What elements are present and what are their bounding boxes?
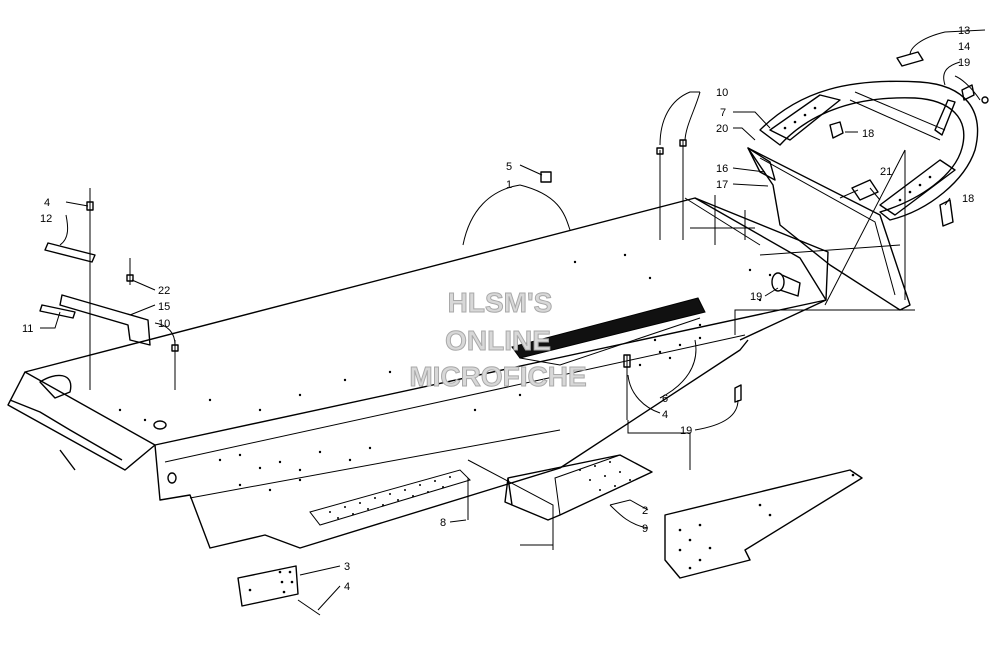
bracket-12 xyxy=(44,242,96,263)
reinforcement-bar xyxy=(511,297,706,366)
callout-10: 10 xyxy=(716,87,728,99)
callout-1: 1 xyxy=(506,179,512,191)
watermark: HLSM'S ONLINE MICROFICHE xyxy=(409,287,587,393)
side-vent-pattern xyxy=(309,469,471,526)
callout-6: 6 xyxy=(662,393,668,405)
callout-4: 4 xyxy=(44,197,50,209)
rivet-holes xyxy=(118,253,772,492)
bolt-19-top xyxy=(981,96,989,104)
callout-18: 18 xyxy=(862,128,874,140)
callout-10: 10 xyxy=(158,318,170,330)
callout-7: 7 xyxy=(720,107,726,119)
callout-15: 15 xyxy=(158,301,170,313)
callout-22: 22 xyxy=(158,285,170,297)
leader-lines xyxy=(40,29,986,611)
bracket-21 xyxy=(851,179,879,201)
callout-12: 12 xyxy=(40,213,52,225)
callout-5: 5 xyxy=(506,161,512,173)
callout-11: 11 xyxy=(22,323,33,335)
bracket-11 xyxy=(39,304,76,319)
callout-19: 19 xyxy=(680,425,692,437)
callout-2: 2 xyxy=(642,505,648,517)
rear-bumper xyxy=(759,80,979,221)
callout-4: 4 xyxy=(344,581,350,593)
decal-13 xyxy=(896,51,924,67)
tunnel-part xyxy=(7,197,829,549)
callout-19: 19 xyxy=(958,57,970,69)
bracket-18-upper xyxy=(829,121,844,139)
fasteners xyxy=(86,139,746,616)
callout-13: 13 xyxy=(958,25,970,37)
callout-4: 4 xyxy=(662,409,668,421)
callout-8: 8 xyxy=(440,517,446,529)
pin-19 xyxy=(771,272,801,297)
callout-14: 14 xyxy=(958,41,970,53)
callout-9: 9 xyxy=(642,523,648,535)
callout-labels: 1 5 4 12 22 15 10 11 10 7 20 16 17 13 14… xyxy=(22,25,974,593)
callout-19: 19 xyxy=(750,291,762,303)
callout-17: 17 xyxy=(716,179,728,191)
callout-16: 16 xyxy=(716,163,728,175)
running-board-bracket xyxy=(664,469,863,579)
callout-18: 18 xyxy=(962,193,974,205)
callout-21: 21 xyxy=(880,166,892,178)
bolt-14 xyxy=(961,84,975,101)
watermark-line-1: HLSM'S xyxy=(448,287,553,318)
rear-flap-panel xyxy=(747,147,911,311)
callout-20: 20 xyxy=(716,123,728,135)
bracket-15 xyxy=(59,294,151,346)
mounting-plate xyxy=(237,565,299,607)
bracket-18-lower xyxy=(939,199,954,227)
watermark-line-3: MICROFICHE xyxy=(409,361,586,392)
footrest xyxy=(504,454,653,521)
watermark-line-2: ONLINE xyxy=(445,325,551,356)
callout-3: 3 xyxy=(344,561,350,573)
